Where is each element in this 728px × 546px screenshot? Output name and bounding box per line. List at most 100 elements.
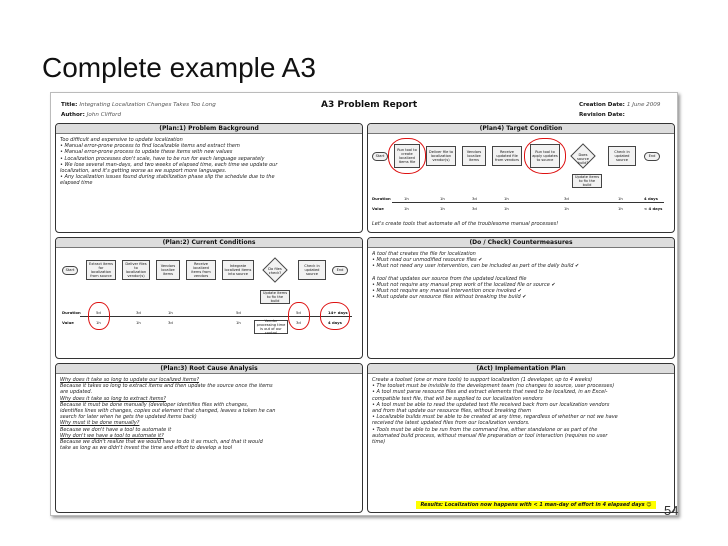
author-value: John Clifford bbox=[86, 112, 122, 118]
text-line: Because we didn't realize that we would … bbox=[60, 439, 263, 446]
text-line: • Localizable builds must be able to be … bbox=[372, 414, 618, 421]
end-node: End bbox=[644, 152, 660, 161]
text-line: take as long as we didn't invest the tim… bbox=[60, 445, 233, 452]
highlight-cloud bbox=[388, 138, 426, 174]
highlight-cloud bbox=[320, 302, 350, 330]
text-line: • A tool must be able to read the update… bbox=[372, 401, 610, 408]
panel-title: (Act) Implementation Plan bbox=[368, 364, 674, 374]
text-line: received the latest updated files from o… bbox=[372, 420, 530, 427]
text-line: • Must not require any manual prep work … bbox=[372, 282, 556, 289]
duration-total: 4 days bbox=[644, 196, 658, 201]
revision-row: Revision Date: bbox=[579, 112, 625, 118]
text-line: • Localization processes don't scale, ha… bbox=[60, 155, 265, 162]
duration-value: 1h bbox=[404, 196, 409, 201]
duration-value: 1h bbox=[504, 196, 509, 201]
value-value: 3d bbox=[472, 206, 477, 211]
text-line: and from that update our resource files,… bbox=[372, 408, 532, 415]
value-value: 3d bbox=[168, 320, 173, 325]
process-box: Update items to fix the build bbox=[572, 174, 602, 188]
text-line: Why does it take so long to update our l… bbox=[60, 377, 200, 383]
panel-body: Too difficult and expensive to update lo… bbox=[56, 134, 362, 190]
text-line: Create a toolset (one or more tools) to … bbox=[372, 377, 593, 383]
slide-title: Complete example A3 bbox=[42, 52, 316, 83]
title-label: Title: bbox=[61, 102, 78, 108]
report-title: A3 Problem Report bbox=[321, 100, 418, 110]
duration-value: 5d bbox=[236, 310, 241, 315]
value-label: Value bbox=[62, 320, 74, 325]
panel-implementation-plan: (Act) Implementation Plan Create a tools… bbox=[367, 363, 675, 513]
start-node: Start bbox=[62, 266, 78, 275]
decision-label: Does source build? bbox=[577, 153, 589, 166]
text-line: Let's create tools that automate all of … bbox=[372, 221, 559, 227]
duration-value: 1h bbox=[168, 310, 173, 315]
text-line: • Tools must be able to be run from the … bbox=[372, 426, 598, 433]
process-box: Update items to fix the build bbox=[260, 290, 290, 304]
panel-target-condition: (Plan4) Target Condition Start Run tool … bbox=[367, 123, 675, 233]
author-label: Author: bbox=[61, 112, 85, 118]
start-node: Start bbox=[372, 152, 388, 161]
duration-value: 1h bbox=[440, 196, 445, 201]
author-row: Author: John Clifford bbox=[61, 112, 121, 118]
creation-row: Creation Date: 1 June 2009 bbox=[579, 102, 660, 108]
a3-report: Title: Integrating Localization Changes … bbox=[50, 92, 678, 516]
process-box: Deliver files to localization vendor(s) bbox=[122, 260, 150, 280]
text-line: Why does it take so long to extract item… bbox=[60, 395, 166, 402]
text-line: • Any localization issues found during s… bbox=[60, 174, 275, 181]
text-line: search for later when he gets the update… bbox=[60, 414, 197, 421]
text-line: • Must update our resource files without… bbox=[372, 294, 527, 301]
results-highlight: Results: Localization now happens with <… bbox=[416, 501, 656, 509]
panel-countermeasures: (Do / Check) Countermeasures A tool that… bbox=[367, 237, 675, 359]
process-box: Extract items for localization from sour… bbox=[86, 260, 116, 280]
panel-problem-background: (Plan:1) Problem Background Too difficul… bbox=[55, 123, 363, 233]
text-line: • Must not require any manual interventi… bbox=[372, 288, 522, 295]
note-box: Vendor processing time is out of our con… bbox=[254, 319, 288, 335]
process-box: Vendors localize items bbox=[156, 260, 180, 280]
process-box: Receive updated file from vendors bbox=[492, 146, 522, 166]
value-label: Value bbox=[372, 206, 384, 211]
title-row: Title: Integrating Localization Changes … bbox=[61, 102, 216, 108]
text-line: A tool that updates our source from the … bbox=[372, 275, 527, 282]
value-total: 4 days bbox=[328, 320, 342, 325]
text-line: Because it takes so long to extract item… bbox=[60, 383, 273, 390]
panel-title: (Plan:2) Current Conditions bbox=[56, 238, 362, 248]
text-line: Why must it be done manually? bbox=[60, 420, 140, 427]
duration-value: 3d bbox=[564, 196, 569, 201]
text-line: • The toolset must be invisible to the d… bbox=[372, 383, 615, 390]
timeline-line bbox=[392, 202, 664, 203]
duration-label: Duration bbox=[372, 196, 391, 201]
process-box: Check in updated source bbox=[298, 260, 326, 280]
duration-label: Duration bbox=[62, 310, 81, 315]
text-line: • Must read our unmodified resource file… bbox=[372, 257, 483, 264]
text-line: identifies lines with changes, copies ou… bbox=[60, 408, 276, 415]
value-total: < 4 days bbox=[644, 206, 663, 211]
process-box: Integrate localized items into source bbox=[222, 260, 254, 280]
panel-title: (Do / Check) Countermeasures bbox=[368, 238, 674, 248]
panel-title: (Plan:1) Problem Background bbox=[56, 124, 362, 134]
value-value: 1h bbox=[564, 206, 569, 211]
revision-label: Revision Date: bbox=[579, 112, 625, 118]
text-line: elapsed time bbox=[60, 180, 93, 187]
text-line: compatible text file, that will be suppl… bbox=[372, 395, 543, 402]
value-value: 1h bbox=[404, 206, 409, 211]
creation-value: 1 June 2009 bbox=[626, 102, 661, 108]
highlight-cloud bbox=[88, 302, 110, 330]
text-line: A tool that creates the file for localiz… bbox=[372, 251, 476, 257]
text-line: • We lose several man-days, and two week… bbox=[60, 161, 278, 168]
decision-label: Do files check? bbox=[268, 267, 282, 276]
panel-body: Why does it take so long to update our l… bbox=[56, 374, 362, 454]
text-line: • Manual error-prone process to find loc… bbox=[60, 143, 240, 150]
text-line: Why don't we have a tool to automate it? bbox=[60, 432, 164, 439]
text-line: Too difficult and expensive to update lo… bbox=[60, 137, 183, 143]
duration-value: 1h bbox=[618, 196, 623, 201]
panel-root-cause: (Plan:3) Root Cause Analysis Why does it… bbox=[55, 363, 363, 513]
process-box: Receive localized items from vendors bbox=[186, 260, 216, 280]
panel-title: (Plan:3) Root Cause Analysis bbox=[56, 364, 362, 374]
text-line: localization, and it's getting worse as … bbox=[60, 168, 227, 175]
panel-title: (Plan4) Target Condition bbox=[368, 124, 674, 134]
text-line: automated build process, without manual … bbox=[372, 432, 608, 439]
value-value: 1h bbox=[504, 206, 509, 211]
value-value: 1h bbox=[236, 320, 241, 325]
panel-body: Create a toolset (one or more tools) to … bbox=[368, 374, 674, 448]
panel-summary: Let's create tools that automate all of … bbox=[368, 218, 562, 230]
value-value: 1h bbox=[440, 206, 445, 211]
